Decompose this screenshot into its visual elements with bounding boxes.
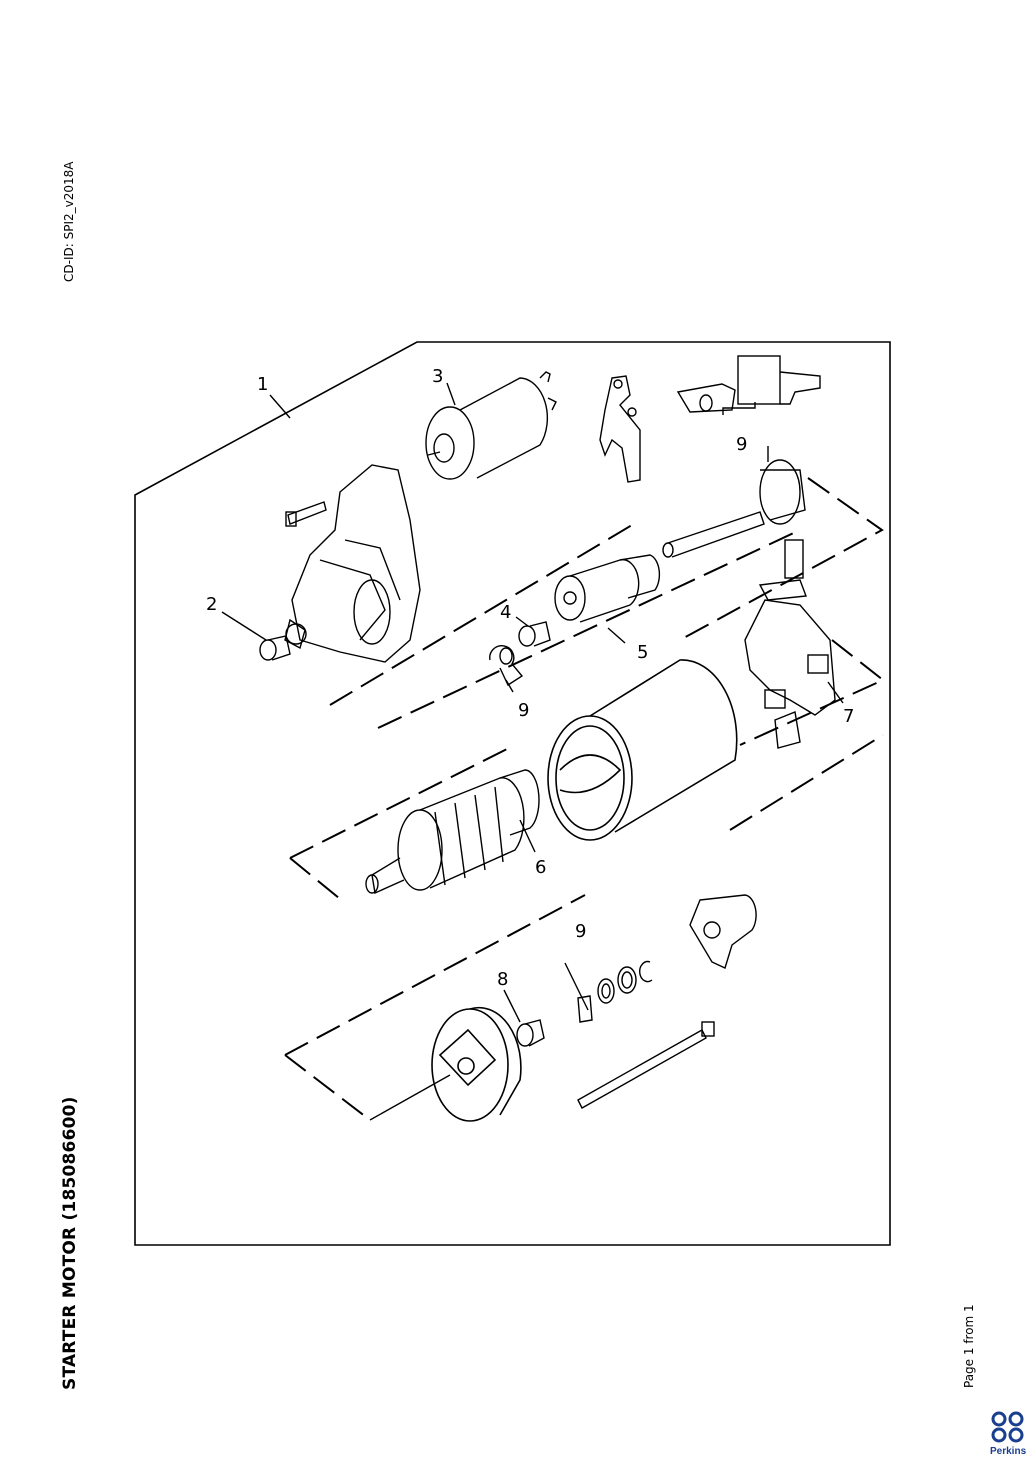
axis-line-endcap [284,894,586,1056]
axis-line-upper [329,524,633,706]
through-bolt-part [577,1021,715,1109]
axis-line-lower [284,1054,371,1121]
armature-part [365,769,540,895]
shift-lever-part [599,375,641,483]
leader-6 [519,819,536,853]
callout-3: 3 [432,366,443,387]
leader-9-bottom [564,962,589,1011]
callout-8: 8 [497,969,508,990]
bracket-part [676,355,821,413]
leader-5 [607,627,626,644]
washer-set-part [577,960,653,1023]
callout-labels: 1 2 3 4 5 6 7 8 9 9 9 [206,366,854,990]
callout-5: 5 [637,642,648,663]
bushing-part [259,635,291,661]
leader-4 [515,616,529,627]
small-bushing-part [518,621,551,647]
axis-line-armature-right [729,734,884,831]
callout-9-mid: 9 [518,700,529,721]
axis-line-armature [289,744,516,859]
bolt-part [285,501,327,527]
leader-9-top [722,402,756,415]
diagram-frame [134,341,891,1246]
brush-holder-part [744,539,836,749]
leader-2 [221,611,267,641]
leader-8 [503,989,521,1023]
brand-wordmark: Perkins [990,1446,1027,1457]
callout-9-top: 9 [736,434,747,455]
shaft-part [662,446,806,558]
callout-2: 2 [206,594,217,615]
bearing-plate-part [689,894,757,969]
yoke-part [547,659,738,841]
callout-6: 6 [535,857,546,878]
drive-end-housing-part [284,464,421,663]
callout-7: 7 [843,706,854,727]
lower-bushing-part [516,1019,545,1047]
leader-7 [827,681,844,704]
pinion-part [554,554,661,623]
callout-4: 4 [500,602,511,623]
end-cover-part [431,1006,522,1122]
leader-1 [269,394,291,419]
axis-line-upper-right [679,477,884,641]
solenoid-part [425,371,557,480]
callout-9-bottom: 9 [575,921,586,942]
clip-part [489,645,524,687]
axis-line-middle [377,529,801,729]
leader-3 [446,382,456,406]
axis-line-armature-left [289,857,346,904]
callout-1: 1 [257,374,268,395]
perkins-logo-icon [991,1411,1024,1443]
leader-endcover [369,1074,451,1121]
axis-line-brush-right [739,639,885,746]
